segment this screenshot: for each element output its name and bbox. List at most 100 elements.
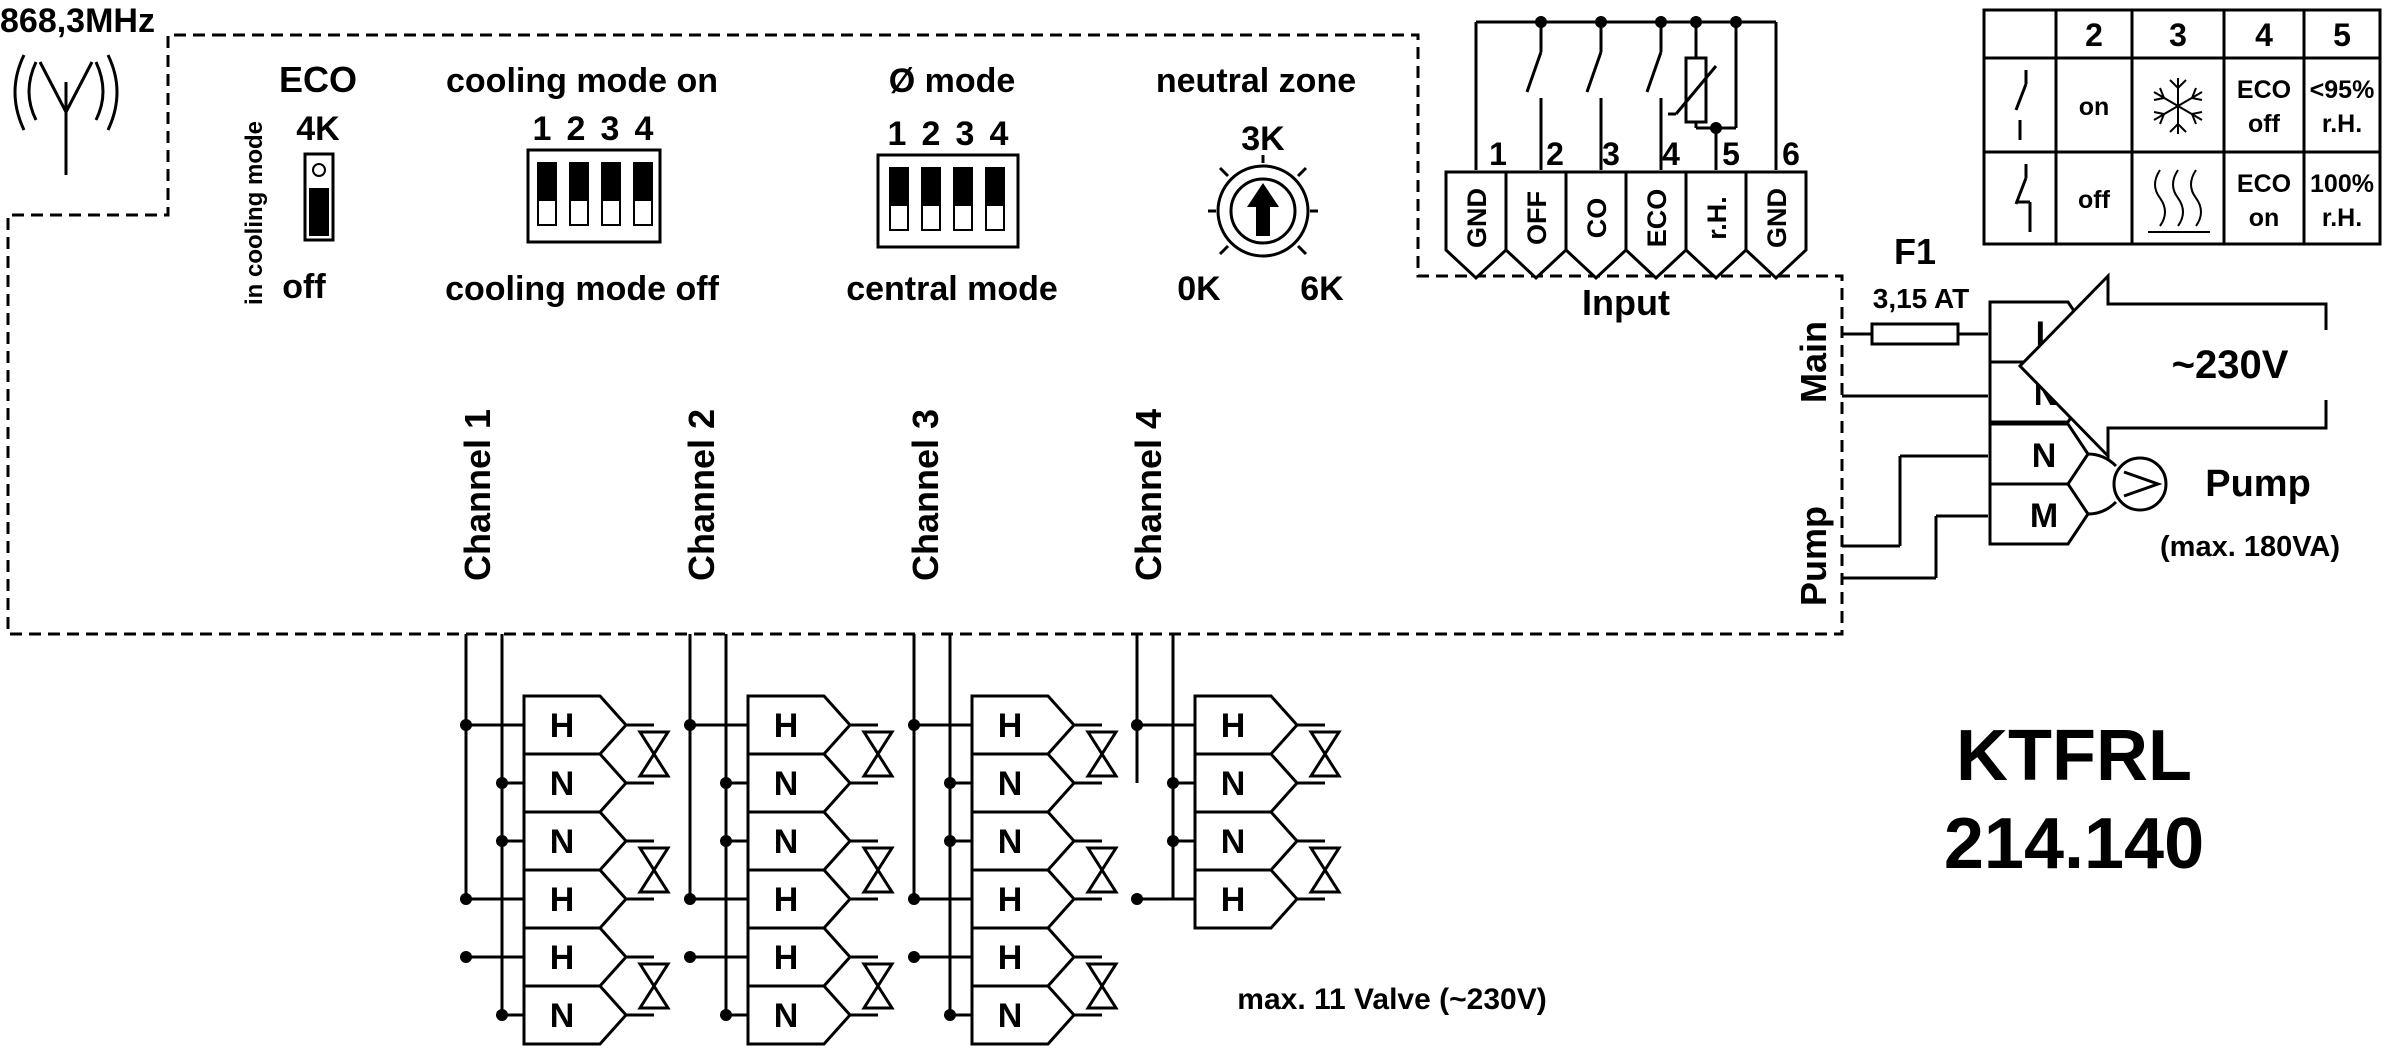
table-rh-high-1: 100% xyxy=(2310,170,2374,198)
channel-terminal xyxy=(970,810,1077,872)
switch-open-icon xyxy=(2014,70,2028,140)
pump-terminal-block xyxy=(1988,422,2090,546)
input-number-4: 4 xyxy=(1662,136,1680,172)
channel-terminal xyxy=(1193,694,1300,756)
input-terminal-eco: ECO xyxy=(1642,189,1672,248)
junction-dot xyxy=(496,1009,508,1021)
eco-slide-switch xyxy=(303,152,335,242)
channel-terminal xyxy=(522,868,629,930)
pump-terminal-m: M xyxy=(2030,497,2058,535)
eco-title: ECO xyxy=(279,59,357,100)
diameter-dip-number-3: 3 xyxy=(956,115,975,153)
channel-terminal xyxy=(1193,810,1300,872)
valve-icon xyxy=(1074,723,1119,785)
table-header-5: 5 xyxy=(2333,17,2351,53)
eco-side-label: in cooling mode xyxy=(241,121,268,305)
input-legend-table xyxy=(1982,8,2382,246)
neutral-zone-3k: 3K xyxy=(1241,120,1285,158)
valve-icon xyxy=(1074,839,1119,901)
table-eco-on-1: ECO xyxy=(2237,170,2291,198)
valve-icon xyxy=(1297,723,1342,785)
channel-terminal xyxy=(746,868,853,930)
channel-terminal-label: H xyxy=(550,939,575,977)
channel-terminal-label: H xyxy=(1221,881,1246,919)
junction-dot xyxy=(944,835,956,847)
diameter-dip-switch xyxy=(876,153,1020,249)
switch-closed-icon xyxy=(2014,164,2032,232)
housing-outline xyxy=(6,33,1844,636)
model-number: 214.140 xyxy=(1944,804,2204,884)
channel-terminal-label: H xyxy=(1221,707,1246,745)
fuse-rating: 3,15 AT xyxy=(1873,283,1969,314)
channel-terminal-label: H xyxy=(774,881,799,919)
table-eco-off-2: off xyxy=(2248,110,2281,138)
channel-terminal xyxy=(522,752,629,814)
channel-terminal-label: N xyxy=(550,823,575,861)
channel-terminal xyxy=(746,694,853,756)
channel-terminal xyxy=(746,926,853,988)
channel-terminal xyxy=(522,694,629,756)
pump-side-label: Pump xyxy=(1793,506,1834,606)
input-terminal-off: OFF xyxy=(1522,191,1552,245)
input-number-5: 5 xyxy=(1722,136,1740,172)
antenna-frequency: 868,3MHz xyxy=(0,2,155,40)
channel-terminal-label: N xyxy=(998,823,1023,861)
junction-dot xyxy=(720,777,732,789)
input-number-1: 1 xyxy=(1489,136,1507,172)
eco-off-label: off xyxy=(282,268,326,306)
cooling-dip-number-1: 1 xyxy=(533,110,552,148)
table-rh-low-2: r.H. xyxy=(2322,110,2362,138)
junction-dot xyxy=(684,951,696,963)
diameter-dip-number-2: 2 xyxy=(922,115,941,153)
valve-note: max. 11 Valve (~230V) xyxy=(1237,983,1546,1016)
junction-dot xyxy=(720,835,732,847)
junction-dot xyxy=(496,777,508,789)
input-label: Input xyxy=(1582,282,1670,323)
junction-dot xyxy=(1167,835,1179,847)
neutral-zone-0k: 0K xyxy=(1177,270,1221,308)
fuse-and-mains-wiring xyxy=(1842,322,1988,580)
channel-terminal xyxy=(522,984,629,1046)
junction-dot xyxy=(908,719,920,731)
channel-terminal-label: N xyxy=(1221,823,1246,861)
junction-dot xyxy=(460,719,472,731)
channel-terminal-label: N xyxy=(998,997,1023,1035)
input-terminal-co: CO xyxy=(1582,198,1612,239)
channel-terminal xyxy=(522,810,629,872)
input-number-3: 3 xyxy=(1602,136,1620,172)
heat-waves-icon xyxy=(2148,169,2210,233)
junction-dot xyxy=(684,719,696,731)
channel-terminal xyxy=(746,984,853,1046)
channel-terminal-label: H xyxy=(998,707,1023,745)
channel-terminal xyxy=(746,752,853,814)
input-terminal-gnd-1: GND xyxy=(1462,188,1492,248)
channel-terminal-label: H xyxy=(998,881,1023,919)
neutral-zone-6k: 6K xyxy=(1300,270,1344,308)
channel-terminal xyxy=(1193,868,1300,930)
valve-icon xyxy=(850,723,895,785)
channel-terminal-label: N xyxy=(774,997,799,1035)
table-header-4: 4 xyxy=(2255,17,2273,53)
table-eco-off-1: ECO xyxy=(2237,76,2291,104)
channel-terminal-label: N xyxy=(998,765,1023,803)
junction-dot xyxy=(684,893,696,905)
diameter-dip-number-4: 4 xyxy=(990,115,1009,153)
valve-icon xyxy=(626,839,671,901)
pump-label: Pump xyxy=(2205,463,2311,505)
channel-terminal-label: N xyxy=(774,765,799,803)
input-terminal-rh: r.H. xyxy=(1702,196,1732,240)
valve-icon xyxy=(850,839,895,901)
junction-dot xyxy=(908,951,920,963)
junction-dot xyxy=(496,835,508,847)
central-mode-label: central mode xyxy=(846,270,1058,308)
table-state-on: on xyxy=(2079,93,2110,121)
channel-terminal xyxy=(970,752,1077,814)
channel-terminal xyxy=(970,926,1077,988)
channel-terminal-label: N xyxy=(550,765,575,803)
junction-dot xyxy=(1131,719,1143,731)
cooling-dip-number-4: 4 xyxy=(635,110,654,148)
